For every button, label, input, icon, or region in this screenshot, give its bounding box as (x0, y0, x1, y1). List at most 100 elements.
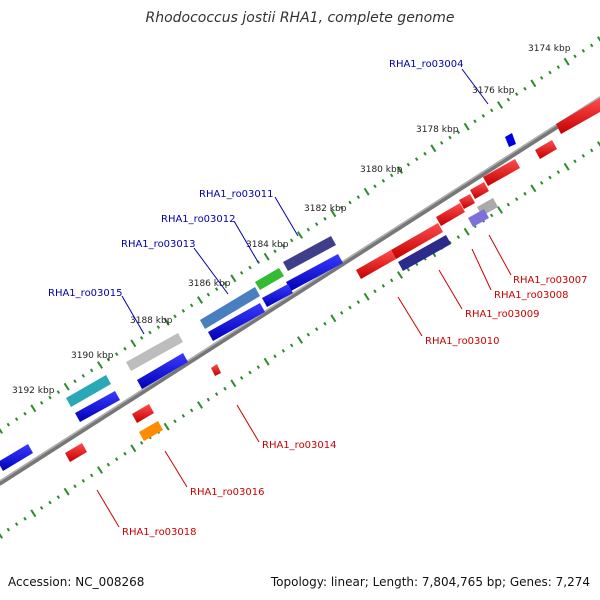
minor-tick (106, 462, 111, 467)
tick-label: 3174 kbp (528, 44, 571, 54)
gene-reverse-5[interactable] (459, 194, 475, 209)
minor-tick (406, 162, 411, 167)
accession-text: Accession: NC_008268 (8, 575, 145, 589)
minor-tick (56, 495, 61, 499)
minor-tick (181, 413, 186, 418)
minor-tick (439, 141, 444, 145)
gene-ro03018[interactable] (65, 443, 87, 462)
leader-line (397, 296, 423, 337)
minor-tick (514, 92, 519, 97)
gene-reverse-3[interactable] (483, 159, 520, 186)
tick-label: 3178 kbp (416, 125, 459, 135)
major-tick (96, 361, 104, 369)
gene-ro03014[interactable] (211, 364, 221, 376)
gene-forward-lower-3[interactable] (208, 303, 265, 341)
major-tick (163, 422, 170, 431)
major-tick (296, 336, 304, 344)
minor-tick (306, 227, 311, 232)
gene-ro03013[interactable] (200, 287, 260, 329)
gene-label-ro03007[interactable]: RHA1_ro03007 (513, 275, 588, 286)
major-tick (30, 404, 37, 413)
minor-tick (56, 390, 61, 394)
minor-tick (306, 332, 311, 337)
gene-reverse-2[interactable] (535, 140, 557, 159)
gene-forward-lower-4[interactable] (137, 353, 188, 389)
gene-ro03011[interactable] (283, 236, 336, 271)
major-tick (230, 379, 237, 388)
gene-forward-lower-5[interactable] (75, 391, 120, 422)
gene-reverse-8[interactable] (132, 404, 154, 423)
tick-label: 3188 kbp (130, 316, 173, 326)
major-tick (330, 314, 337, 323)
minor-tick (139, 336, 144, 340)
gene-reverse-1[interactable] (556, 98, 600, 134)
minor-tick (273, 354, 277, 359)
leader-line (488, 234, 512, 276)
gene-label-ro03018[interactable]: RHA1_ro03018 (122, 527, 197, 538)
minor-tick (548, 70, 552, 75)
gene-forward-lower-1[interactable] (286, 254, 343, 291)
minor-tick (339, 311, 344, 315)
minor-tick (248, 265, 252, 270)
gene-label-ro03014[interactable]: RHA1_ro03014 (262, 440, 337, 451)
minor-tick (73, 379, 77, 384)
major-tick (330, 209, 337, 218)
gene-label-ro03012[interactable]: RHA1_ro03012 (161, 214, 236, 225)
tick-label: 3186 kbp (188, 279, 231, 289)
gene-forward-lower-2[interactable] (262, 284, 293, 307)
minor-tick (156, 325, 161, 329)
major-tick (596, 141, 600, 147)
minor-tick (389, 278, 394, 283)
minor-tick (289, 343, 294, 348)
gene-label-ro03004[interactable]: RHA1_ro03004 (389, 59, 464, 70)
minor-tick (356, 300, 361, 304)
leader-line (193, 247, 229, 295)
gene-ro03015[interactable] (66, 375, 111, 407)
gene-label-ro03015[interactable]: RHA1_ro03015 (48, 288, 123, 299)
minor-tick (456, 235, 461, 239)
gene-label-ro03011[interactable]: RHA1_ro03011 (199, 189, 274, 200)
minor-tick (239, 271, 244, 275)
gene-label-ro03008[interactable]: RHA1_ro03008 (494, 290, 569, 301)
tick-label: 3190 kbp (71, 351, 114, 361)
minor-tick (556, 170, 561, 174)
gene-label-ro03009[interactable]: RHA1_ro03009 (465, 309, 540, 320)
minor-tick (106, 357, 111, 362)
gene-ro03010[interactable] (398, 235, 451, 271)
minor-tick (189, 408, 194, 413)
gene-ro03012[interactable] (255, 268, 284, 290)
leader-line (461, 68, 489, 105)
gene-ro03016[interactable] (139, 421, 163, 441)
minor-tick (48, 500, 52, 505)
tick-marks (0, 36, 600, 539)
major-tick (130, 339, 137, 348)
minor-tick (256, 365, 261, 369)
minor-tick (14, 417, 19, 422)
minor-tick (14, 522, 19, 527)
gene-ro03015-grey[interactable] (126, 333, 183, 371)
minor-tick (189, 303, 194, 308)
minor-tick (39, 506, 44, 510)
gene-reverse-4[interactable] (470, 182, 489, 199)
gene-label-ro03016[interactable]: RHA1_ro03016 (190, 487, 265, 498)
minor-tick (6, 527, 11, 532)
gene-reverse-6[interactable] (436, 203, 465, 226)
gene-ro03008[interactable] (468, 209, 489, 227)
minor-tick (581, 153, 586, 158)
major-tick (530, 79, 537, 88)
major-tick (163, 317, 170, 326)
tick-label: 3176 kbp (472, 86, 515, 96)
gene-ro03009[interactable] (391, 223, 443, 259)
gene-ro03004[interactable] (505, 133, 516, 147)
tick-label: 3184 kbp (246, 240, 289, 250)
genome-axis-highlight (0, 96, 600, 482)
leader-line (96, 489, 120, 528)
gene-label-ro03013[interactable]: RHA1_ro03013 (121, 239, 196, 250)
gene-label-ro03010[interactable]: RHA1_ro03010 (425, 336, 500, 347)
minor-tick (406, 267, 411, 272)
minor-tick (373, 289, 377, 294)
gene-reverse-7[interactable] (356, 250, 396, 279)
minor-tick (573, 54, 577, 59)
gene-forward-lower-6[interactable] (0, 444, 33, 471)
tick-label: 3180 kbp (360, 165, 403, 175)
